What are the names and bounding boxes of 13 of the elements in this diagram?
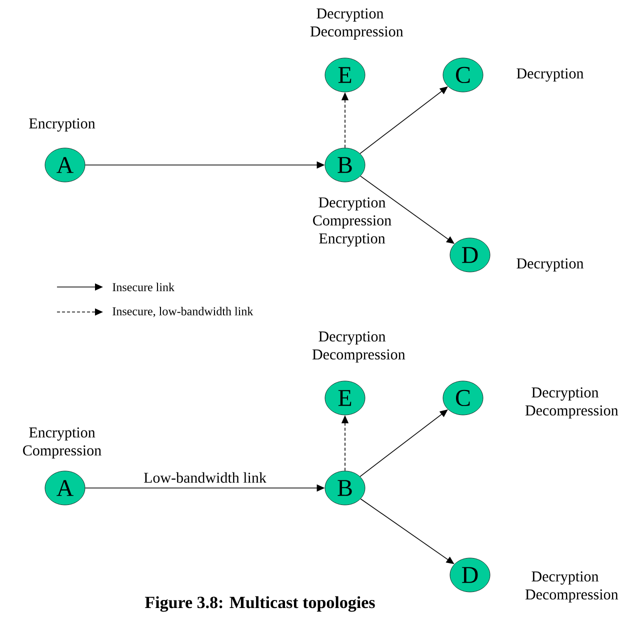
node-caption: Decryption Decompression	[525, 387, 618, 419]
node-caption: Decryption Decompression	[525, 571, 618, 603]
node-caption: Encryption Compression	[23, 427, 102, 459]
edge-label: Low-bandwidth link	[142, 471, 268, 484]
legend-text: Insecure link	[112, 282, 175, 292]
node-caption: Decryption	[516, 258, 584, 272]
node-caption: Decryption	[516, 68, 584, 82]
node-caption: Decryption Decompression	[312, 331, 406, 363]
node-caption: Encryption	[29, 118, 96, 132]
legend-text: Insecure, low-bandwidth link	[112, 306, 254, 318]
node-caption: Decryption Decompression	[310, 8, 404, 40]
caption: Figure 3.8: Multicast topologies	[145, 596, 375, 612]
node-caption: Decryption Compression Encryption	[313, 197, 392, 247]
